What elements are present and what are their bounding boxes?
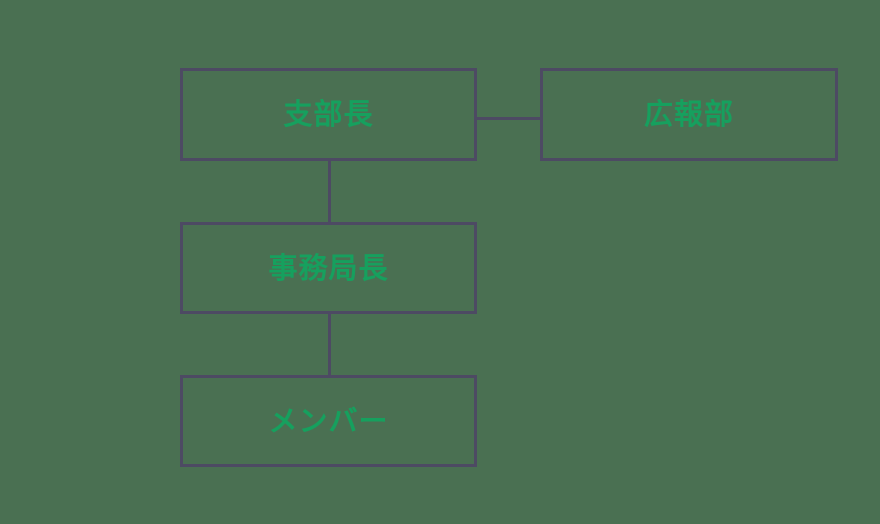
connector-branch-manager-to-secretary-general	[328, 161, 331, 222]
org-node-members[interactable]: メンバー	[180, 375, 477, 467]
org-node-branch-manager[interactable]: 支部長	[180, 68, 477, 161]
connector-secretary-general-to-members	[328, 314, 331, 375]
org-node-secretary-general[interactable]: 事務局長	[180, 222, 477, 314]
org-node-label: 支部長	[283, 97, 374, 131]
org-node-label: 広報部	[643, 97, 734, 131]
org-node-label: メンバー	[268, 403, 389, 438]
org-node-label: 事務局長	[268, 250, 389, 285]
org-node-public-relations[interactable]: 広報部	[540, 68, 838, 161]
connector-branch-manager-to-public-relations	[477, 117, 540, 120]
